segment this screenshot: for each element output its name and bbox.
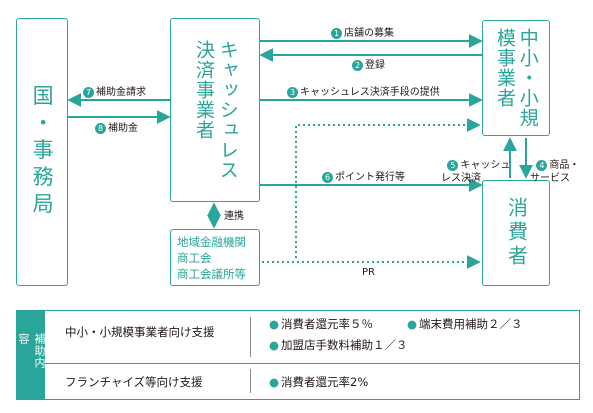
- node-kuni: 国・事務局: [16, 18, 68, 286]
- node-chusho-label: 中小・小規 模事業者: [494, 28, 539, 128]
- badge-7: 7: [83, 87, 94, 98]
- support-table: 補助内容 中小・小規模事業者向け支援 ●消費者還元率５％ ●端末費用補助２／３ …: [16, 310, 580, 400]
- arrow-label-2-text: 登録: [365, 60, 385, 71]
- node-shohisha-label: 消費者: [504, 197, 529, 269]
- support-item-3-text: 加盟店手数料補助１／３: [281, 338, 408, 352]
- bullet-icon: ●: [269, 317, 280, 331]
- arrow-label-6-text: ポイント発行等: [335, 172, 405, 183]
- support-row-2-divider: [250, 369, 251, 393]
- arrow-label-7-text: 補助金請求: [96, 87, 146, 98]
- arrow-label-5-text: キャッシュ レス決済: [441, 160, 511, 184]
- badge-1: 1: [331, 28, 342, 39]
- support-item-1: ●消費者還元率５％: [269, 316, 373, 332]
- support-row-1-title: 中小・小規模事業者向け支援: [65, 325, 215, 339]
- badge-8: 8: [95, 123, 106, 134]
- bullet-icon: ●: [269, 375, 280, 389]
- support-row-2-title: フランチャイズ等向け支援: [65, 375, 203, 389]
- badge-2: 2: [352, 60, 363, 71]
- node-chiiki-label: 地域金融機関 商工会 商工会議所等: [177, 235, 246, 281]
- dotted-link-chiiki-chusho: [295, 118, 481, 258]
- node-kuni-label: 国・事務局: [30, 84, 55, 220]
- renkei-label: 連携: [224, 211, 244, 222]
- support-row-1-divider: [250, 317, 251, 357]
- support-header-label: 補助内容: [17, 333, 46, 369]
- arrow-label-3-text: キャッシュレス決済手段の提供: [300, 87, 440, 98]
- support-item-3: ●加盟店手数料補助１／３: [269, 337, 408, 353]
- arrow-label-1-text: 店舗の募集: [344, 28, 394, 39]
- pr-label: PR: [362, 267, 375, 278]
- node-cashless-provider: キャッシュレス 決済事業者: [170, 18, 260, 202]
- arrow-label-8-text: 補助金: [108, 123, 138, 134]
- node-shohisha: 消費者: [482, 180, 550, 286]
- node-chiiki: 地域金融機関 商工会 商工会議所等: [170, 229, 260, 286]
- node-cashless-label: キャッシュレス 決済事業者: [193, 40, 239, 180]
- badge-6: 6: [322, 172, 333, 183]
- support-item-2-text: 端末費用補助２／３: [419, 317, 523, 331]
- bullet-icon: ●: [407, 317, 418, 331]
- support-item-1-text: 消費者還元率５％: [281, 317, 374, 331]
- badge-3: 3: [287, 87, 298, 98]
- badge-4: 4: [536, 160, 548, 171]
- badge-5: 5: [447, 160, 459, 171]
- node-chusho-business: 中小・小規 模事業者: [482, 20, 550, 136]
- bullet-icon: ●: [269, 338, 280, 352]
- support-item-4-text: 消費者還元率2%: [281, 375, 369, 389]
- support-item-4: ●消費者還元率2%: [269, 374, 368, 390]
- support-item-2: ●端末費用補助２／３: [407, 316, 523, 332]
- support-row-divider: [45, 363, 579, 364]
- support-header: 補助内容: [17, 311, 46, 399]
- arrow-label-4-text: 商品・ サービス: [530, 160, 580, 184]
